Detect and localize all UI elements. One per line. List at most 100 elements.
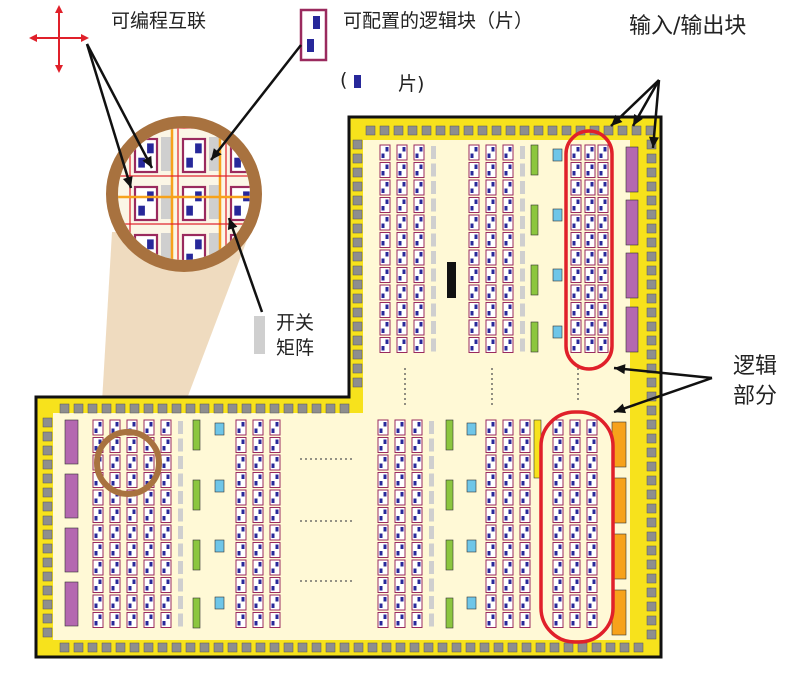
switch-matrix (161, 233, 171, 260)
slice-bar (558, 597, 562, 602)
switch-matrix (429, 526, 434, 539)
slice-bar (554, 586, 558, 591)
clb-cell (92, 489, 104, 506)
arrow-interconnect-1 (85, 43, 133, 189)
slice-bar (491, 269, 495, 274)
slice-bar (508, 304, 512, 309)
slice-bar (400, 614, 404, 619)
arrow-logic-2-head (614, 403, 627, 414)
slice-bar (576, 287, 580, 292)
io-pad (42, 529, 53, 540)
clb-cell (411, 559, 423, 576)
slice-bar (271, 586, 275, 591)
slice-bar (419, 322, 423, 327)
slice-bar (575, 527, 579, 532)
slice-bar (383, 527, 387, 532)
slice-bar (508, 252, 512, 257)
clb-cell (126, 507, 138, 523)
slice-bar (575, 597, 579, 602)
slice-bar (592, 439, 596, 444)
slice-bar (132, 509, 136, 514)
clb-cell (570, 179, 582, 196)
clb-cell (413, 337, 425, 353)
clb-cell (597, 267, 609, 283)
slice-bar (237, 568, 241, 573)
clb-cell (597, 144, 609, 161)
slice-bar (588, 533, 592, 538)
io-pad (352, 195, 363, 206)
clb-cell (109, 472, 121, 488)
clb-cell (584, 144, 596, 161)
io-pad (603, 125, 614, 136)
slice-bar (379, 568, 383, 573)
green-block (445, 597, 454, 629)
slice-bar (474, 287, 478, 292)
slice-bar (521, 551, 525, 556)
clb-cell (570, 232, 582, 248)
slice-bar (419, 269, 423, 274)
slice-bar (592, 492, 596, 497)
slice-bar (241, 457, 245, 462)
slice-bar (586, 276, 590, 281)
clb-cell (502, 507, 514, 523)
slice-bar (111, 463, 115, 468)
slice-bar (575, 457, 579, 462)
slice-bar (115, 527, 119, 532)
slice-bar (470, 258, 474, 263)
green-block (530, 264, 539, 296)
slice-bar (258, 439, 262, 444)
clb-cell (377, 594, 389, 611)
clb-cell (552, 612, 564, 628)
slice-bar (162, 621, 166, 626)
slice-bar (149, 544, 153, 549)
clb-cell (502, 249, 514, 266)
switch-matrix (520, 216, 525, 229)
slice-bar (111, 533, 115, 538)
slice-bar (94, 551, 98, 556)
clb-cell (377, 419, 389, 436)
slice-bar (385, 164, 389, 169)
clb-cell (126, 559, 138, 576)
io-pad (171, 642, 182, 653)
clb-cell (485, 437, 497, 453)
io-pad (42, 557, 53, 568)
io-pad (42, 543, 53, 554)
slice-bar (186, 157, 193, 168)
green-block (192, 539, 201, 571)
slice-bar (162, 481, 166, 486)
slice-bar (419, 252, 423, 257)
slice-bar (508, 597, 512, 602)
io-pad (283, 403, 294, 414)
slice-bar (487, 311, 491, 316)
slice-bar (385, 147, 389, 152)
slice-bar (385, 304, 389, 309)
slice-bar (166, 422, 170, 427)
slice-bar (258, 614, 262, 619)
slice-bar (138, 157, 145, 168)
purple-block (625, 306, 639, 353)
slice-bar (237, 428, 241, 433)
io-pad (352, 349, 363, 360)
slice-bar (576, 164, 580, 169)
purple-block (64, 581, 79, 627)
slice-bar (115, 544, 119, 549)
clb-cell (519, 524, 531, 541)
io-pad (421, 125, 432, 136)
slice-bar (254, 551, 258, 556)
io-pad (325, 403, 336, 414)
clb-cell (485, 179, 497, 196)
slice-bar (166, 457, 170, 462)
io-pad (42, 571, 53, 582)
slice-bar (586, 241, 590, 246)
slice-bar (385, 287, 389, 292)
slice-bar (558, 492, 562, 497)
green-block (192, 419, 201, 451)
slice-bar (470, 188, 474, 193)
slice-bar (491, 614, 495, 619)
io-pad (646, 181, 657, 192)
slice-bar (400, 422, 404, 427)
io-pad (171, 403, 182, 414)
io-pad (352, 139, 363, 150)
io-pad (352, 167, 363, 178)
